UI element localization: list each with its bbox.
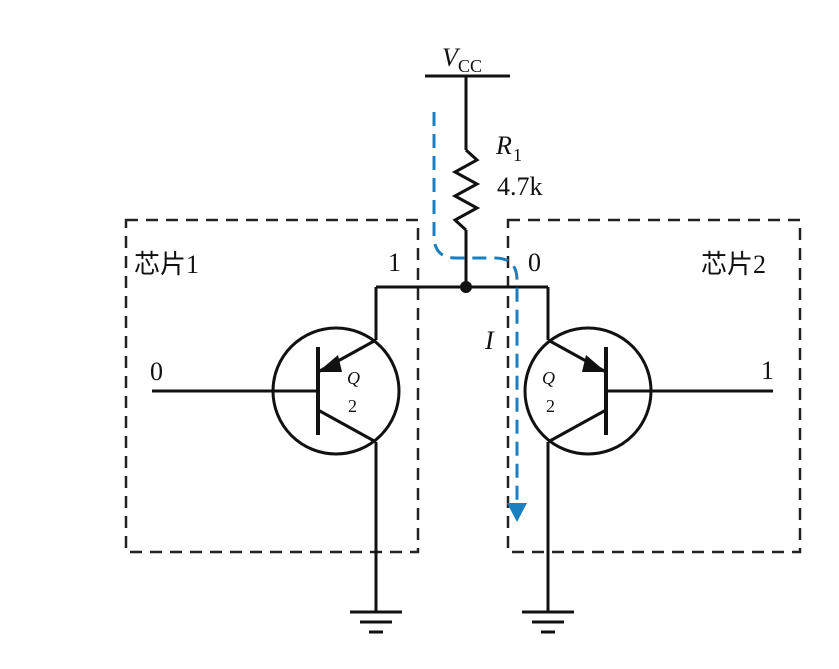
chip1-output-state: 1 xyxy=(388,248,401,277)
ground-symbol-chip2 xyxy=(522,610,574,634)
vcc-symbol: V xyxy=(442,43,461,72)
chip2-label: 芯片2 xyxy=(701,250,766,279)
transistor1-arrow xyxy=(318,355,342,372)
resistor-r1-body xyxy=(451,148,481,232)
chip2-output-state: 0 xyxy=(528,248,541,277)
current-arrow-head xyxy=(507,503,527,522)
transistor2-symbol: Q xyxy=(542,368,555,388)
chip1-input-state: 0 xyxy=(150,357,163,386)
chip2-input-state: 1 xyxy=(761,356,774,385)
transistor2-arrow xyxy=(582,355,606,372)
resistor-symbol: R xyxy=(495,131,512,160)
ground-symbol-chip1 xyxy=(350,610,402,634)
resistor-subscript: 1 xyxy=(513,145,522,165)
chip2-boundary xyxy=(506,218,802,554)
transistor1-number: 2 xyxy=(348,396,357,416)
resistor-value: 4.7k xyxy=(497,172,543,201)
current-label: I xyxy=(484,326,495,355)
transistor1-emitter-leg xyxy=(317,408,377,444)
chip1-label: 芯片1 xyxy=(134,250,199,279)
transistor2-emitter-leg xyxy=(547,408,607,444)
transistor1-symbol: Q xyxy=(347,368,360,388)
vcc-subscript: CC xyxy=(458,56,482,76)
transistor2-number: 2 xyxy=(546,396,555,416)
current-flow-path xyxy=(432,112,519,506)
chip1-boundary xyxy=(124,218,420,554)
